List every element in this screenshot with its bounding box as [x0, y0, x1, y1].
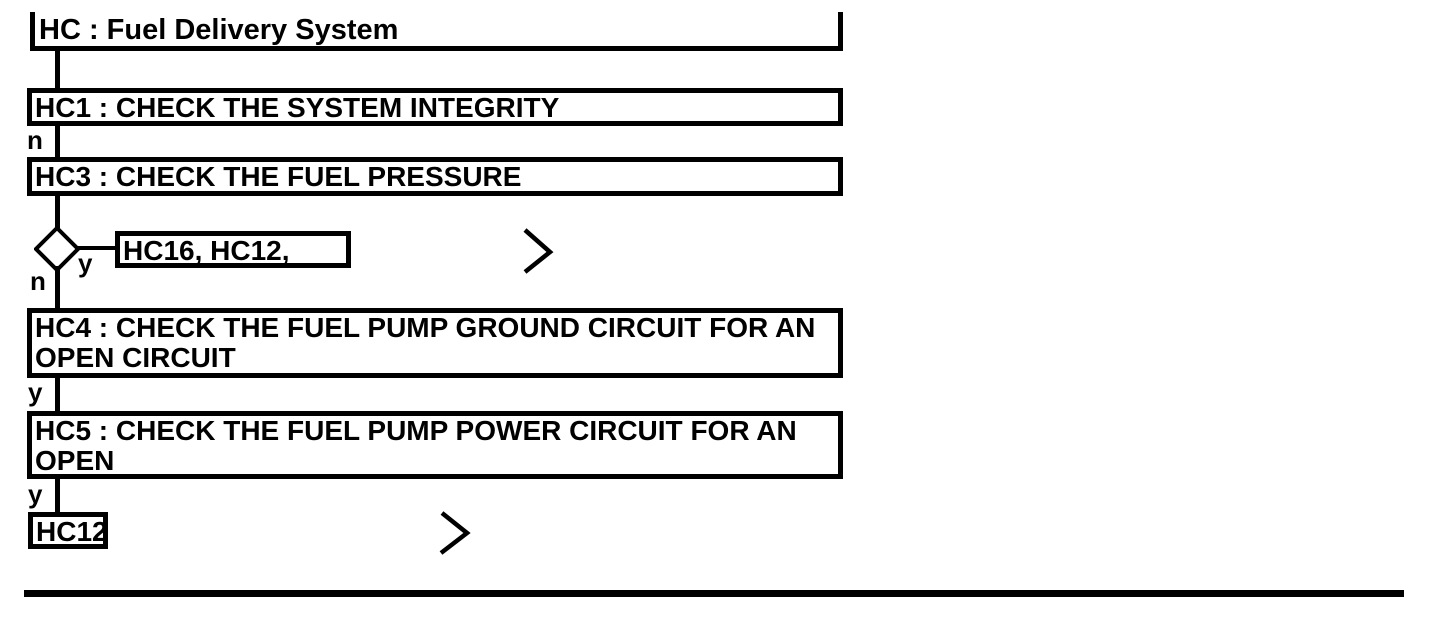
connector-hc5-hc12	[55, 478, 60, 513]
flowchart-title: HC : Fuel Delivery System	[30, 12, 843, 51]
connector-title-hc1	[55, 51, 60, 89]
connector-decision-branch	[76, 246, 116, 250]
connector-hc3-decision	[55, 196, 60, 232]
edge-label-hc1-no: n	[27, 125, 43, 155]
edge-label-decision-yes: y	[78, 248, 93, 278]
continue-chevron-icon[interactable]	[432, 507, 476, 561]
node-branch-targets[interactable]: HC16, HC12, HC6	[115, 231, 351, 268]
edge-label-hc4-yes: y	[28, 377, 43, 407]
bottom-divider	[24, 590, 1404, 597]
node-hc4[interactable]: HC4 : CHECK THE FUEL PUMP GROUND CIRCUIT…	[27, 308, 843, 378]
edge-label-hc5-yes: y	[28, 479, 43, 509]
node-hc12[interactable]: HC12	[28, 512, 108, 549]
node-hc1[interactable]: HC1 : CHECK THE SYSTEM INTEGRITY	[27, 88, 843, 126]
edge-label-decision-no: n	[30, 266, 46, 296]
continue-chevron-icon[interactable]	[516, 224, 560, 278]
node-hc3[interactable]: HC3 : CHECK THE FUEL PRESSURE	[27, 157, 843, 196]
connector-hc4-hc5	[55, 377, 60, 412]
connector-decision-hc4	[55, 266, 60, 309]
node-hc5[interactable]: HC5 : CHECK THE FUEL PUMP POWER CIRCUIT …	[27, 411, 843, 479]
connector-hc1-hc3	[55, 126, 60, 158]
